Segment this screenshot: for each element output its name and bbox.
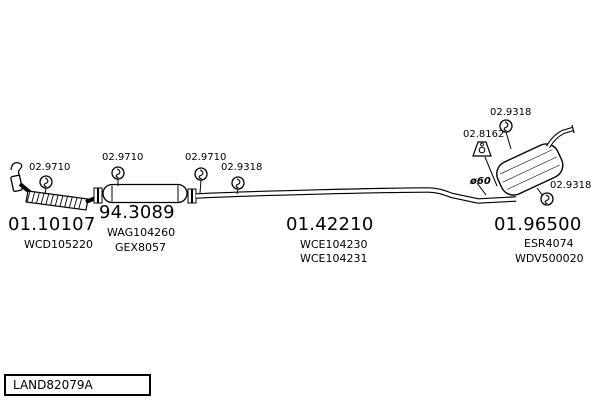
front-flange — [10, 174, 23, 193]
oe-code: WAG104260 — [107, 226, 176, 239]
hanger-ring-icon — [231, 176, 245, 190]
part-number-front-pipe[interactable]: 01.10107 — [8, 214, 96, 235]
fitting-number-2[interactable]: 02.9710 — [102, 152, 144, 163]
catalyst-drawing — [93, 183, 197, 204]
oe-code: WDV500020 — [515, 252, 584, 265]
tailpipe — [546, 126, 574, 149]
oe-code: WCE104230 — [300, 238, 368, 251]
centre-pipe-drawing — [195, 187, 517, 204]
bracket-mount-icon — [472, 141, 498, 187]
fitting-number-1[interactable]: 02.9710 — [29, 162, 71, 173]
oe-code: GEX8057 — [115, 241, 167, 254]
part-number-rear-silencer[interactable]: 01.96500 — [494, 214, 582, 235]
diameter-annotation: ø60 — [470, 176, 491, 187]
oe-code: ESR4074 — [524, 237, 574, 250]
oe-code: WCE104231 — [300, 252, 368, 265]
hanger-ring-icon — [111, 166, 125, 180]
oe-code: WCD105220 — [24, 238, 94, 251]
fitting-number-5[interactable]: 02.9318 — [490, 107, 532, 118]
drawing-code: LAND82079A — [13, 378, 93, 392]
flex-pipe-section — [25, 190, 89, 211]
hanger-ring-icons — [39, 119, 554, 206]
fitting-number-3[interactable]: 02.9710 — [185, 152, 227, 163]
diameter-marker — [476, 182, 487, 196]
fitting-number-7[interactable]: 02.9318 — [550, 180, 592, 191]
rear-silencer-drawing — [496, 124, 575, 196]
part-number-centre-pipe[interactable]: 01.42210 — [286, 214, 374, 235]
hanger-ring-icon — [39, 175, 53, 189]
fitting-number-4[interactable]: 02.9318 — [221, 162, 263, 173]
drawing-code-box: LAND82079A — [4, 374, 151, 396]
hanger-ring-icon — [540, 192, 554, 206]
part-number-catalyst[interactable]: 94.3089 — [99, 202, 175, 223]
hanger-ring-icon — [194, 167, 208, 181]
front-hanger-hook-icon — [10, 162, 23, 177]
fitting-number-6[interactable]: 02.8162 — [463, 129, 505, 140]
